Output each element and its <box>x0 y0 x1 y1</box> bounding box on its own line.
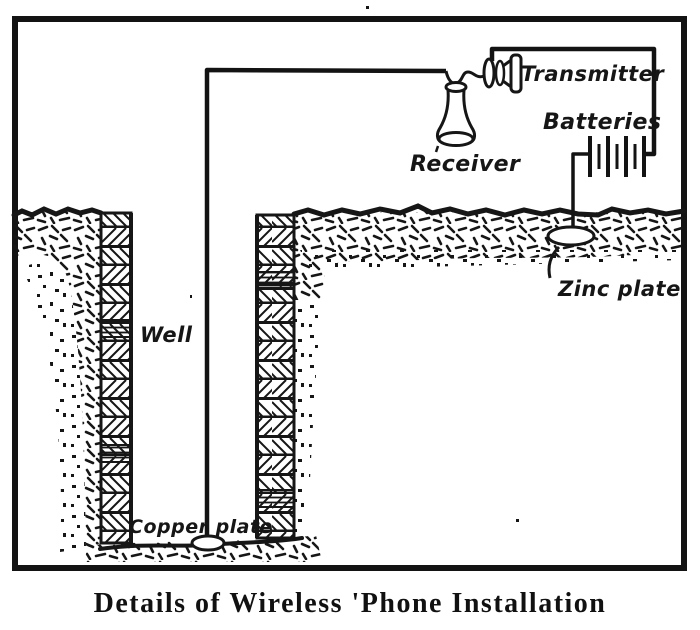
transmitter-battery-wire <box>489 46 657 157</box>
ground-surface-line-left <box>11 206 104 218</box>
ground-right <box>291 203 687 538</box>
figure-frame <box>12 16 687 571</box>
receiver-drawing <box>434 81 476 153</box>
copper-plate-drawing <box>190 534 226 552</box>
ground-left <box>11 206 104 552</box>
copper-plate-label: Copper plate <box>129 516 273 538</box>
battery-ground-wire <box>571 152 590 232</box>
receiver-label: Receiver <box>410 152 521 177</box>
well-left-wall <box>99 211 133 545</box>
transmitter-label: Transmitter <box>521 62 665 86</box>
figure-caption: Details of Wireless 'Phone Installation <box>94 588 607 619</box>
zinc-plate-drawing <box>546 225 596 279</box>
well-right-wall <box>255 213 296 540</box>
scan-specks <box>190 6 519 522</box>
zinc-plate-leader-line <box>547 245 561 279</box>
well-wire <box>204 67 447 537</box>
well-label: Well <box>140 323 193 347</box>
batteries-label: Batteries <box>543 110 661 135</box>
transmitter-drawing <box>482 53 523 94</box>
receiver-cord <box>444 70 485 85</box>
battery-symbol <box>588 136 646 177</box>
zinc-plate-label: Zinc plate <box>557 277 681 301</box>
ground-surface-line-right <box>291 203 687 218</box>
